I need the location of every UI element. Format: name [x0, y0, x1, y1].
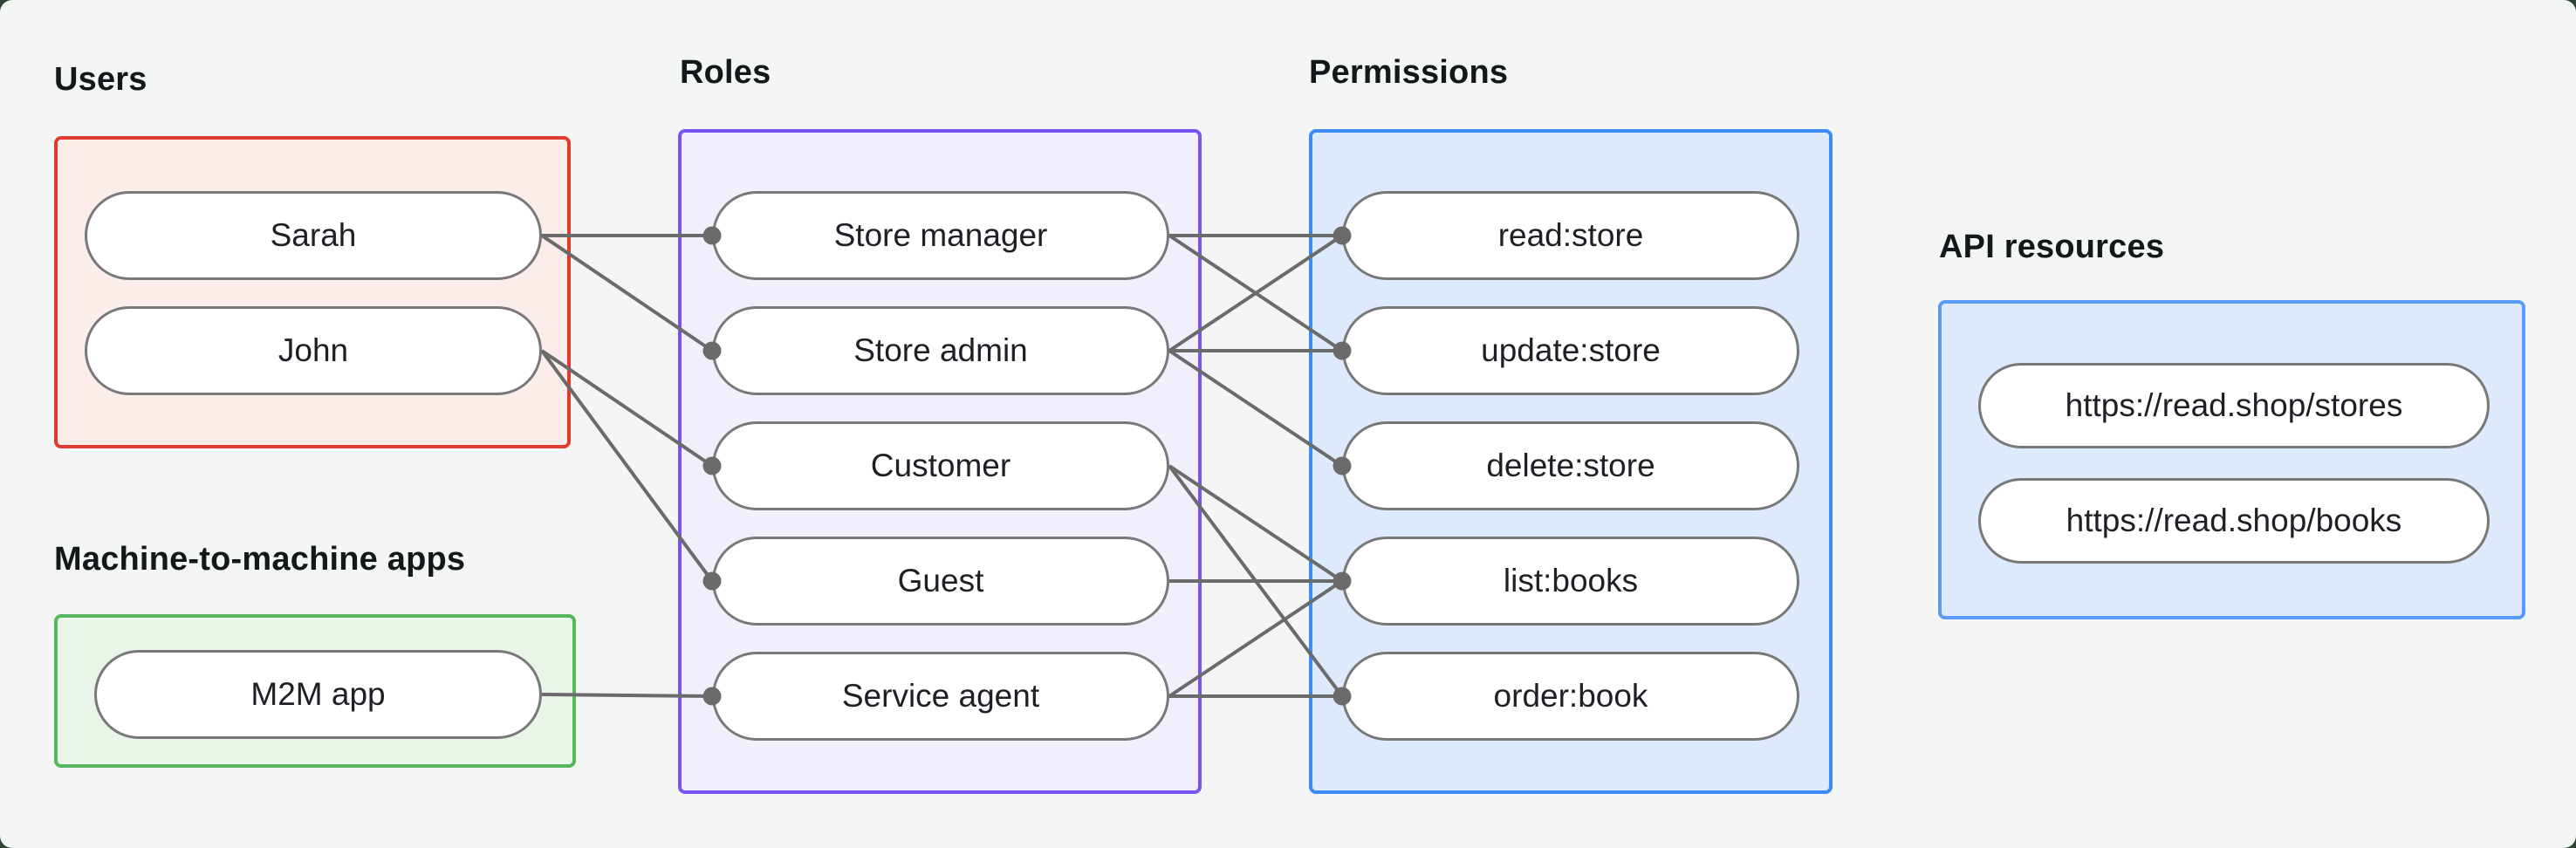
- node-customer: Customer: [712, 421, 1169, 510]
- node-delete-store: delete:store: [1342, 421, 1799, 510]
- node-list-books: list:books: [1342, 537, 1799, 626]
- node-service-agent: Service agent: [712, 652, 1169, 741]
- m2m-group-label: Machine-to-machine apps: [54, 541, 466, 578]
- node-stores: https://read.shop/stores: [1978, 363, 2490, 448]
- node-order-book: order:book: [1342, 652, 1799, 741]
- node-read-store: read:store: [1342, 191, 1799, 280]
- node-store-manager: Store manager: [712, 191, 1169, 280]
- node-john: John: [85, 306, 542, 395]
- node-update-store: update:store: [1342, 306, 1799, 395]
- api-resources-group-box: [1938, 300, 2525, 619]
- users-group-box: [54, 136, 571, 448]
- permissions-group-label: Permissions: [1309, 54, 1509, 91]
- node-store-admin: Store admin: [712, 306, 1169, 395]
- api-resources-group-label: API resources: [1939, 229, 2165, 265]
- roles-group-label: Roles: [680, 54, 771, 91]
- node-guest: Guest: [712, 537, 1169, 626]
- node-m2m-app: M2M app: [94, 650, 542, 739]
- users-group-label: Users: [54, 61, 147, 98]
- node-books: https://read.shop/books: [1978, 478, 2490, 564]
- node-sarah: Sarah: [85, 191, 542, 280]
